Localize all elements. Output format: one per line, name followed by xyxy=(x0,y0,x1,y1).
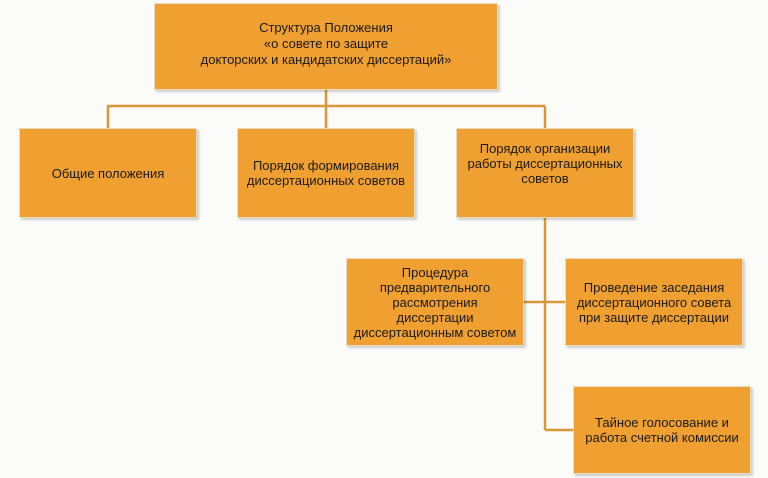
node-secret-ballot-counting-commission: Тайное голосование и работа счетной коми… xyxy=(573,386,751,474)
node-council-work-organization: Порядок организации работы диссертационн… xyxy=(456,128,634,218)
node-council-formation-order: Порядок формирования диссертационных сов… xyxy=(237,128,415,218)
node-defense-session-conduct: Проведение заседания диссертационного со… xyxy=(565,258,743,346)
node-general-provisions: Общие положения xyxy=(19,128,197,218)
root-node-regulation-structure: Структура Положения «о совете по защите … xyxy=(154,3,498,90)
node-preliminary-review-procedure: Процедура предварительного рассмотрения … xyxy=(346,258,524,346)
